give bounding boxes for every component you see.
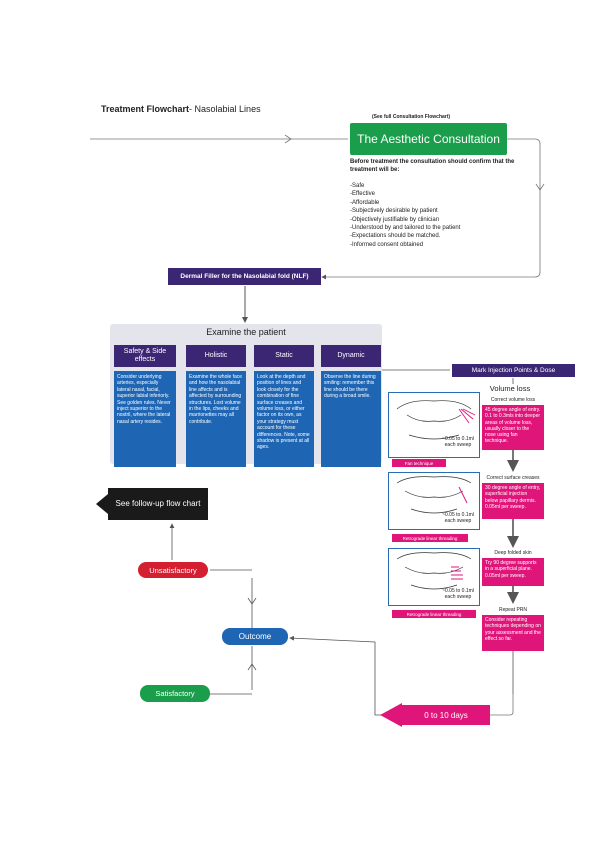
category-safety-body: Consider underlying arteries, especially… bbox=[114, 371, 176, 467]
step-box: Consider repeating techniques depending … bbox=[482, 615, 544, 651]
followup-arrow-icon bbox=[96, 494, 108, 514]
step-head: Deep folded skin bbox=[482, 550, 544, 556]
consult-to-nlf-line bbox=[321, 138, 541, 280]
category-holistic-body: Examine the whole face and how the nasol… bbox=[186, 371, 246, 467]
technique-label: Retrograde linear threading bbox=[392, 534, 468, 542]
criteria-item: -Safe bbox=[350, 183, 365, 189]
technique-label: Retrograde linear threading bbox=[392, 610, 476, 618]
category-static-head: Static bbox=[254, 345, 314, 367]
mark-injection-box: Mark Injection Points & Dose bbox=[452, 364, 575, 377]
criteria-item: -Objectively justifiable by clinician bbox=[350, 216, 440, 223]
category-safety-head: Safety & Side effects bbox=[114, 345, 176, 367]
step-head: Correct volume loss bbox=[482, 397, 544, 403]
consultation-criteria-list: -Safe -Effective -Affordable -Subjective… bbox=[350, 182, 520, 249]
face-linear-threading-icon bbox=[396, 476, 472, 514]
criteria-item: -Subjectively desirable by patient bbox=[350, 208, 438, 215]
unsatisfactory-node: Unsatisfactory bbox=[138, 562, 208, 578]
face-diagram bbox=[388, 548, 480, 606]
dose-label: ~0.05 to 0.1ml each sweep bbox=[442, 588, 474, 600]
followup-flowchart-box[interactable]: See follow-up flow chart bbox=[108, 488, 208, 520]
technique-label: Fan technique bbox=[392, 459, 446, 467]
step-box: 45 degree angle of entry. 0.1 to 0.3mls … bbox=[482, 405, 544, 450]
consultation-description: Before treatment the consultation should… bbox=[350, 159, 515, 173]
satisfactory-node: Satisfactory bbox=[140, 685, 210, 702]
days-to-outcome-line bbox=[289, 635, 390, 716]
outcome-node: Outcome bbox=[222, 628, 288, 645]
step-box: Try 90 degree supports in a superficial … bbox=[482, 558, 544, 586]
category-dynamic-body: Observe the line during smiling: remembe… bbox=[321, 371, 381, 467]
criteria-item: -Expectations should be matched. bbox=[350, 233, 441, 240]
see-full-consultation-link[interactable]: (See full Consultation Flowchart) bbox=[372, 114, 451, 120]
consultation-title-box: The Aesthetic Consultation bbox=[350, 123, 507, 155]
dose-label: ~0.05 to 0.1ml each sweep bbox=[442, 436, 474, 448]
category-static-body: Look at the depth and position of lines … bbox=[254, 371, 314, 467]
step-head: Correct surface creases bbox=[482, 475, 544, 481]
step-box: 30 degree angle of entry, superficial in… bbox=[482, 483, 544, 519]
page-title: Treatment Flowchart- Nasolabial Lines bbox=[101, 104, 261, 114]
dose-label: ~0.05 to 0.1ml each sweep bbox=[442, 512, 474, 524]
criteria-item: -Affordable bbox=[350, 199, 380, 206]
category-holistic-head: Holistic bbox=[186, 345, 246, 367]
criteria-item: -Understood by and tailored to the patie… bbox=[350, 225, 461, 232]
criteria-item: -Effective bbox=[350, 191, 375, 198]
criteria-item: -Informed consent obtained bbox=[350, 241, 424, 248]
examine-title: Examine the patient bbox=[206, 327, 286, 337]
step-head: Repeat PRN bbox=[482, 607, 544, 613]
days-arrow-icon bbox=[380, 703, 402, 727]
face-diagram bbox=[388, 392, 480, 458]
face-fan-technique-icon bbox=[396, 400, 476, 440]
category-dynamic-head: Dynamic bbox=[321, 345, 381, 367]
face-deep-fold-icon bbox=[396, 552, 472, 590]
nlf-dermal-filler-box: Dermal Filler for the Nasolabial fold (N… bbox=[168, 268, 321, 285]
days-node: 0 to 10 days bbox=[402, 705, 490, 725]
volume-loss-heading: Volume loss bbox=[489, 384, 531, 393]
face-diagram bbox=[388, 472, 480, 530]
